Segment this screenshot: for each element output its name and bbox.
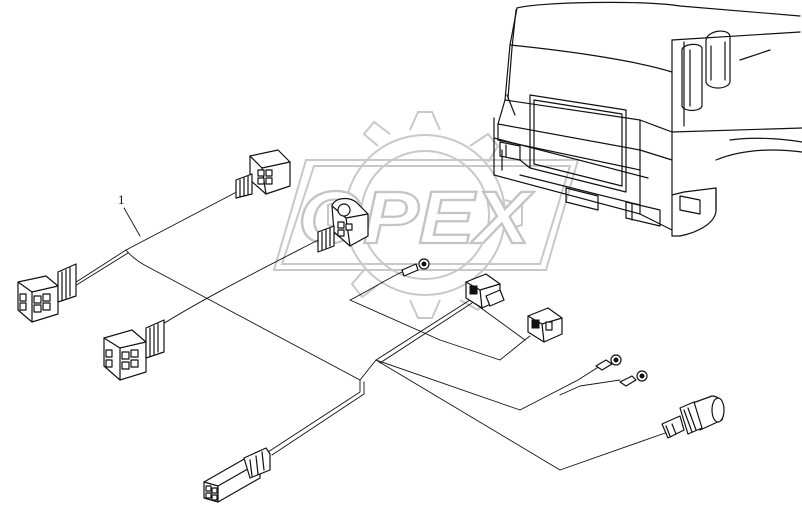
connector-large-upper bbox=[235, 149, 291, 199]
leader-line bbox=[123, 207, 141, 237]
ring-terminal-upper bbox=[401, 258, 430, 277]
connector-round-right bbox=[661, 395, 725, 439]
ring-terminal-right-upper bbox=[595, 354, 622, 371]
harness-wires bbox=[69, 185, 669, 471]
main-trunk-wire bbox=[69, 185, 249, 287]
truck-cab-outline bbox=[493, 1, 802, 237]
connector-2pin-center bbox=[465, 273, 505, 309]
callout-1: 1 bbox=[118, 192, 141, 237]
ring-terminal-right-lower bbox=[619, 370, 648, 387]
connector-9pin-left-lower bbox=[103, 319, 165, 381]
opex-watermark: OPEX bbox=[272, 111, 580, 319]
connector-flat-bottom bbox=[203, 447, 271, 503]
callout-label: 1 bbox=[118, 192, 125, 207]
connector-round-middle bbox=[317, 197, 369, 253]
watermark-frame bbox=[272, 159, 580, 271]
connector-2pin-right bbox=[527, 307, 563, 343]
connector-9pin-left-upper bbox=[17, 263, 77, 323]
